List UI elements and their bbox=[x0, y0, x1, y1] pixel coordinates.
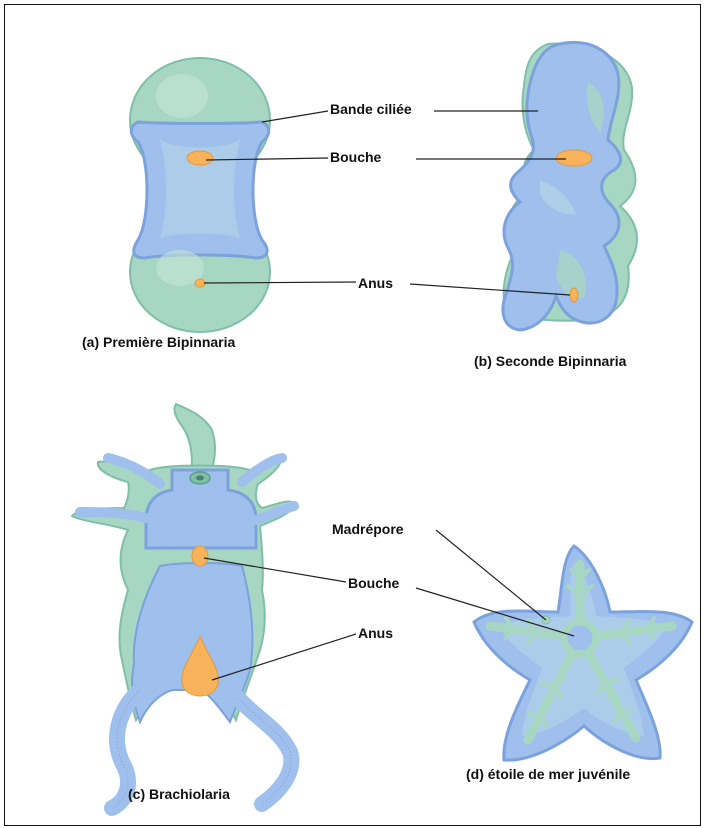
ciliated-band-label: Bande ciliée bbox=[330, 101, 412, 117]
anus-label-c: Anus bbox=[358, 625, 393, 641]
second-bipinnaria-body bbox=[503, 42, 637, 330]
caption-juvenile-starfish: (d) étoile de mer juvénile bbox=[466, 766, 630, 782]
first-bipinnaria-body bbox=[130, 58, 270, 332]
madreporite-label: Madrépore bbox=[332, 521, 404, 537]
madreporite-leader bbox=[436, 530, 546, 620]
first-bipinnaria-mouth bbox=[187, 151, 213, 165]
juvenile-starfish: Madrépore (d) étoile de mer juvénile bbox=[332, 521, 692, 782]
caption-brachiolaria: (c) Brachiolaria bbox=[128, 786, 230, 802]
brachiolaria-mouth bbox=[192, 546, 208, 566]
caption-second-bipinnaria: (b) Seconde Bipinnaria bbox=[474, 353, 627, 369]
ciliated-band-leader bbox=[262, 111, 328, 122]
brachiolaria: Bouche Anus (c) Brachiolaria bbox=[72, 404, 400, 808]
caption-first-bipinnaria: (a) Première Bipinnaria bbox=[82, 334, 235, 350]
anus-label-a: Anus bbox=[358, 275, 393, 291]
second-bipinnaria-mouth bbox=[556, 150, 592, 166]
second-bipinnaria-anus bbox=[570, 288, 578, 302]
first-bipinnaria: Bande ciliée Bouche Anus (a) Première Bi… bbox=[82, 58, 412, 350]
mouth-label-a: Bouche bbox=[330, 149, 382, 165]
juvenile-starfish-body bbox=[474, 546, 692, 760]
mouth-label-c: Bouche bbox=[348, 575, 400, 591]
brachiolaria-body bbox=[72, 404, 294, 808]
first-bipinnaria-anus bbox=[195, 279, 205, 287]
second-bipinnaria: (b) Seconde Bipinnaria bbox=[410, 42, 637, 369]
